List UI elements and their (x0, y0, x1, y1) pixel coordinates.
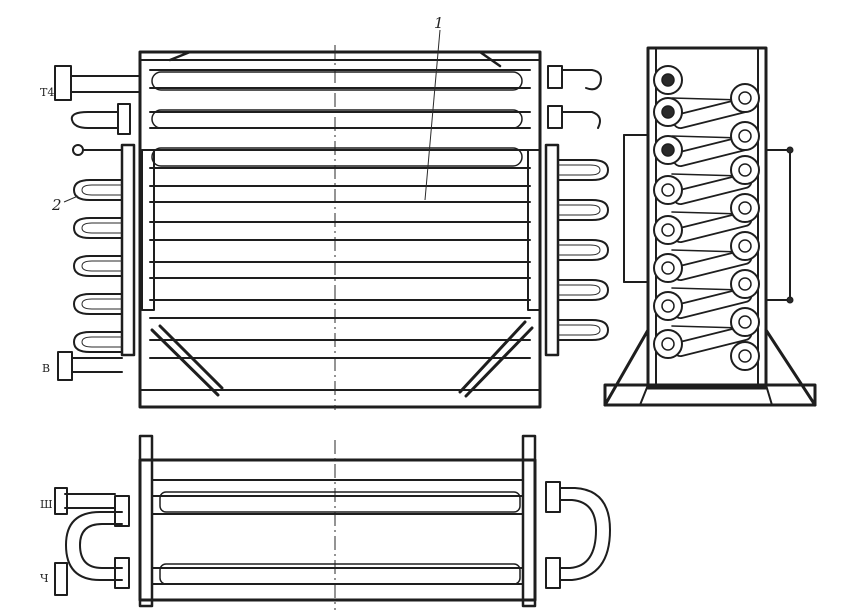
side-crossing-tube (671, 325, 743, 329)
side-flange-bore (738, 315, 752, 329)
front-u-bends (73, 159, 609, 353)
side-crossing-tube (671, 211, 743, 215)
right-u-bend-inner (558, 204, 601, 216)
left-u-bend (73, 293, 123, 315)
side-flange-bore (738, 163, 752, 177)
nozzle-label-plan-lower: Ч (40, 572, 49, 585)
side-flange-right (730, 307, 760, 337)
left-u-bend-inner (81, 260, 122, 272)
front-top-tube (151, 109, 523, 129)
top-nozzles (54, 65, 602, 156)
front-top-tube (151, 71, 523, 91)
side-flange-bore (738, 277, 752, 291)
side-flange-bore (661, 105, 675, 119)
side-flange-left (653, 215, 683, 245)
side-flange-right (730, 269, 760, 299)
right-u-bend-inner (558, 284, 601, 296)
side-flange-left (653, 253, 683, 283)
left-u-bend-inner (81, 184, 122, 196)
callout-2-label: 2 (51, 196, 62, 214)
side-flange-right (730, 341, 760, 371)
side-crossing-tube (671, 287, 743, 291)
side-flange-right (730, 83, 760, 113)
side-flange-right (730, 155, 760, 185)
nozzle-label-plan-upper: Ш (40, 498, 53, 511)
side-flange-bore (661, 261, 675, 275)
right-u-bend-inner (558, 164, 601, 176)
side-flange-bore (738, 129, 752, 143)
left-tube-sheet (120, 143, 136, 357)
side-flange-right (730, 193, 760, 223)
left-u-bend-inner (81, 222, 122, 234)
right-u-bend (557, 159, 609, 181)
right-u-bend (557, 239, 609, 261)
side-flange-bore (661, 223, 675, 237)
side-flange-bore (661, 73, 675, 87)
side-flange-bore (661, 337, 675, 351)
side-flange-bore (738, 239, 752, 253)
front-tube-bundle (149, 69, 531, 359)
side-flange-bore (661, 143, 675, 157)
left-u-bend-inner (81, 336, 122, 348)
left-u-bend (73, 217, 123, 239)
right-tube-sheet (544, 143, 560, 357)
right-brace (458, 320, 527, 394)
side-flange-bore (738, 91, 752, 105)
side-flange-bore (661, 183, 675, 197)
side-elevation (603, 46, 817, 407)
plan-tubes (151, 479, 524, 585)
plan-tube-upper (159, 491, 521, 513)
side-flange-bore (738, 201, 752, 215)
right-u-bend-inner (558, 324, 601, 336)
left-brace (150, 328, 220, 397)
left-u-bend-inner (81, 298, 122, 310)
right-u-bend-inner (558, 244, 601, 256)
right-u-bend (557, 199, 609, 221)
plan-right-u-bend (559, 487, 611, 581)
side-frame (646, 46, 768, 390)
right-u-bend (557, 279, 609, 301)
front-frame (138, 50, 542, 409)
front-top-tube (151, 147, 523, 167)
side-flange-right (730, 121, 760, 151)
side-flanges (653, 65, 760, 371)
side-crossing-tube (671, 173, 743, 177)
side-flange-right (730, 231, 760, 261)
plan-tube-lower (159, 563, 521, 585)
plan-left-u-bend (65, 511, 123, 581)
left-u-bend (73, 331, 123, 353)
left-u-bend (73, 179, 123, 201)
side-base (603, 383, 817, 407)
nozzle-label-top-left: Т4 (40, 86, 54, 99)
left-u-bend (73, 255, 123, 277)
side-flange-left (653, 329, 683, 359)
callout-1-leader (424, 29, 441, 201)
callout-1-label: 1 (434, 14, 444, 32)
side-flange-bore (661, 299, 675, 313)
plan-view: Ш Ч (40, 434, 611, 610)
bottom-nozzle (57, 351, 123, 381)
side-flange-left (653, 291, 683, 321)
right-u-bend (557, 319, 609, 341)
nozzle-label-lower-left: В (42, 362, 50, 375)
front-elevation: 1 2 Т4 В (40, 14, 609, 410)
callout-2-leader (63, 195, 79, 203)
side-flange-bore (738, 349, 752, 363)
side-flange-left (653, 175, 683, 205)
side-crossing-tube (671, 249, 743, 253)
